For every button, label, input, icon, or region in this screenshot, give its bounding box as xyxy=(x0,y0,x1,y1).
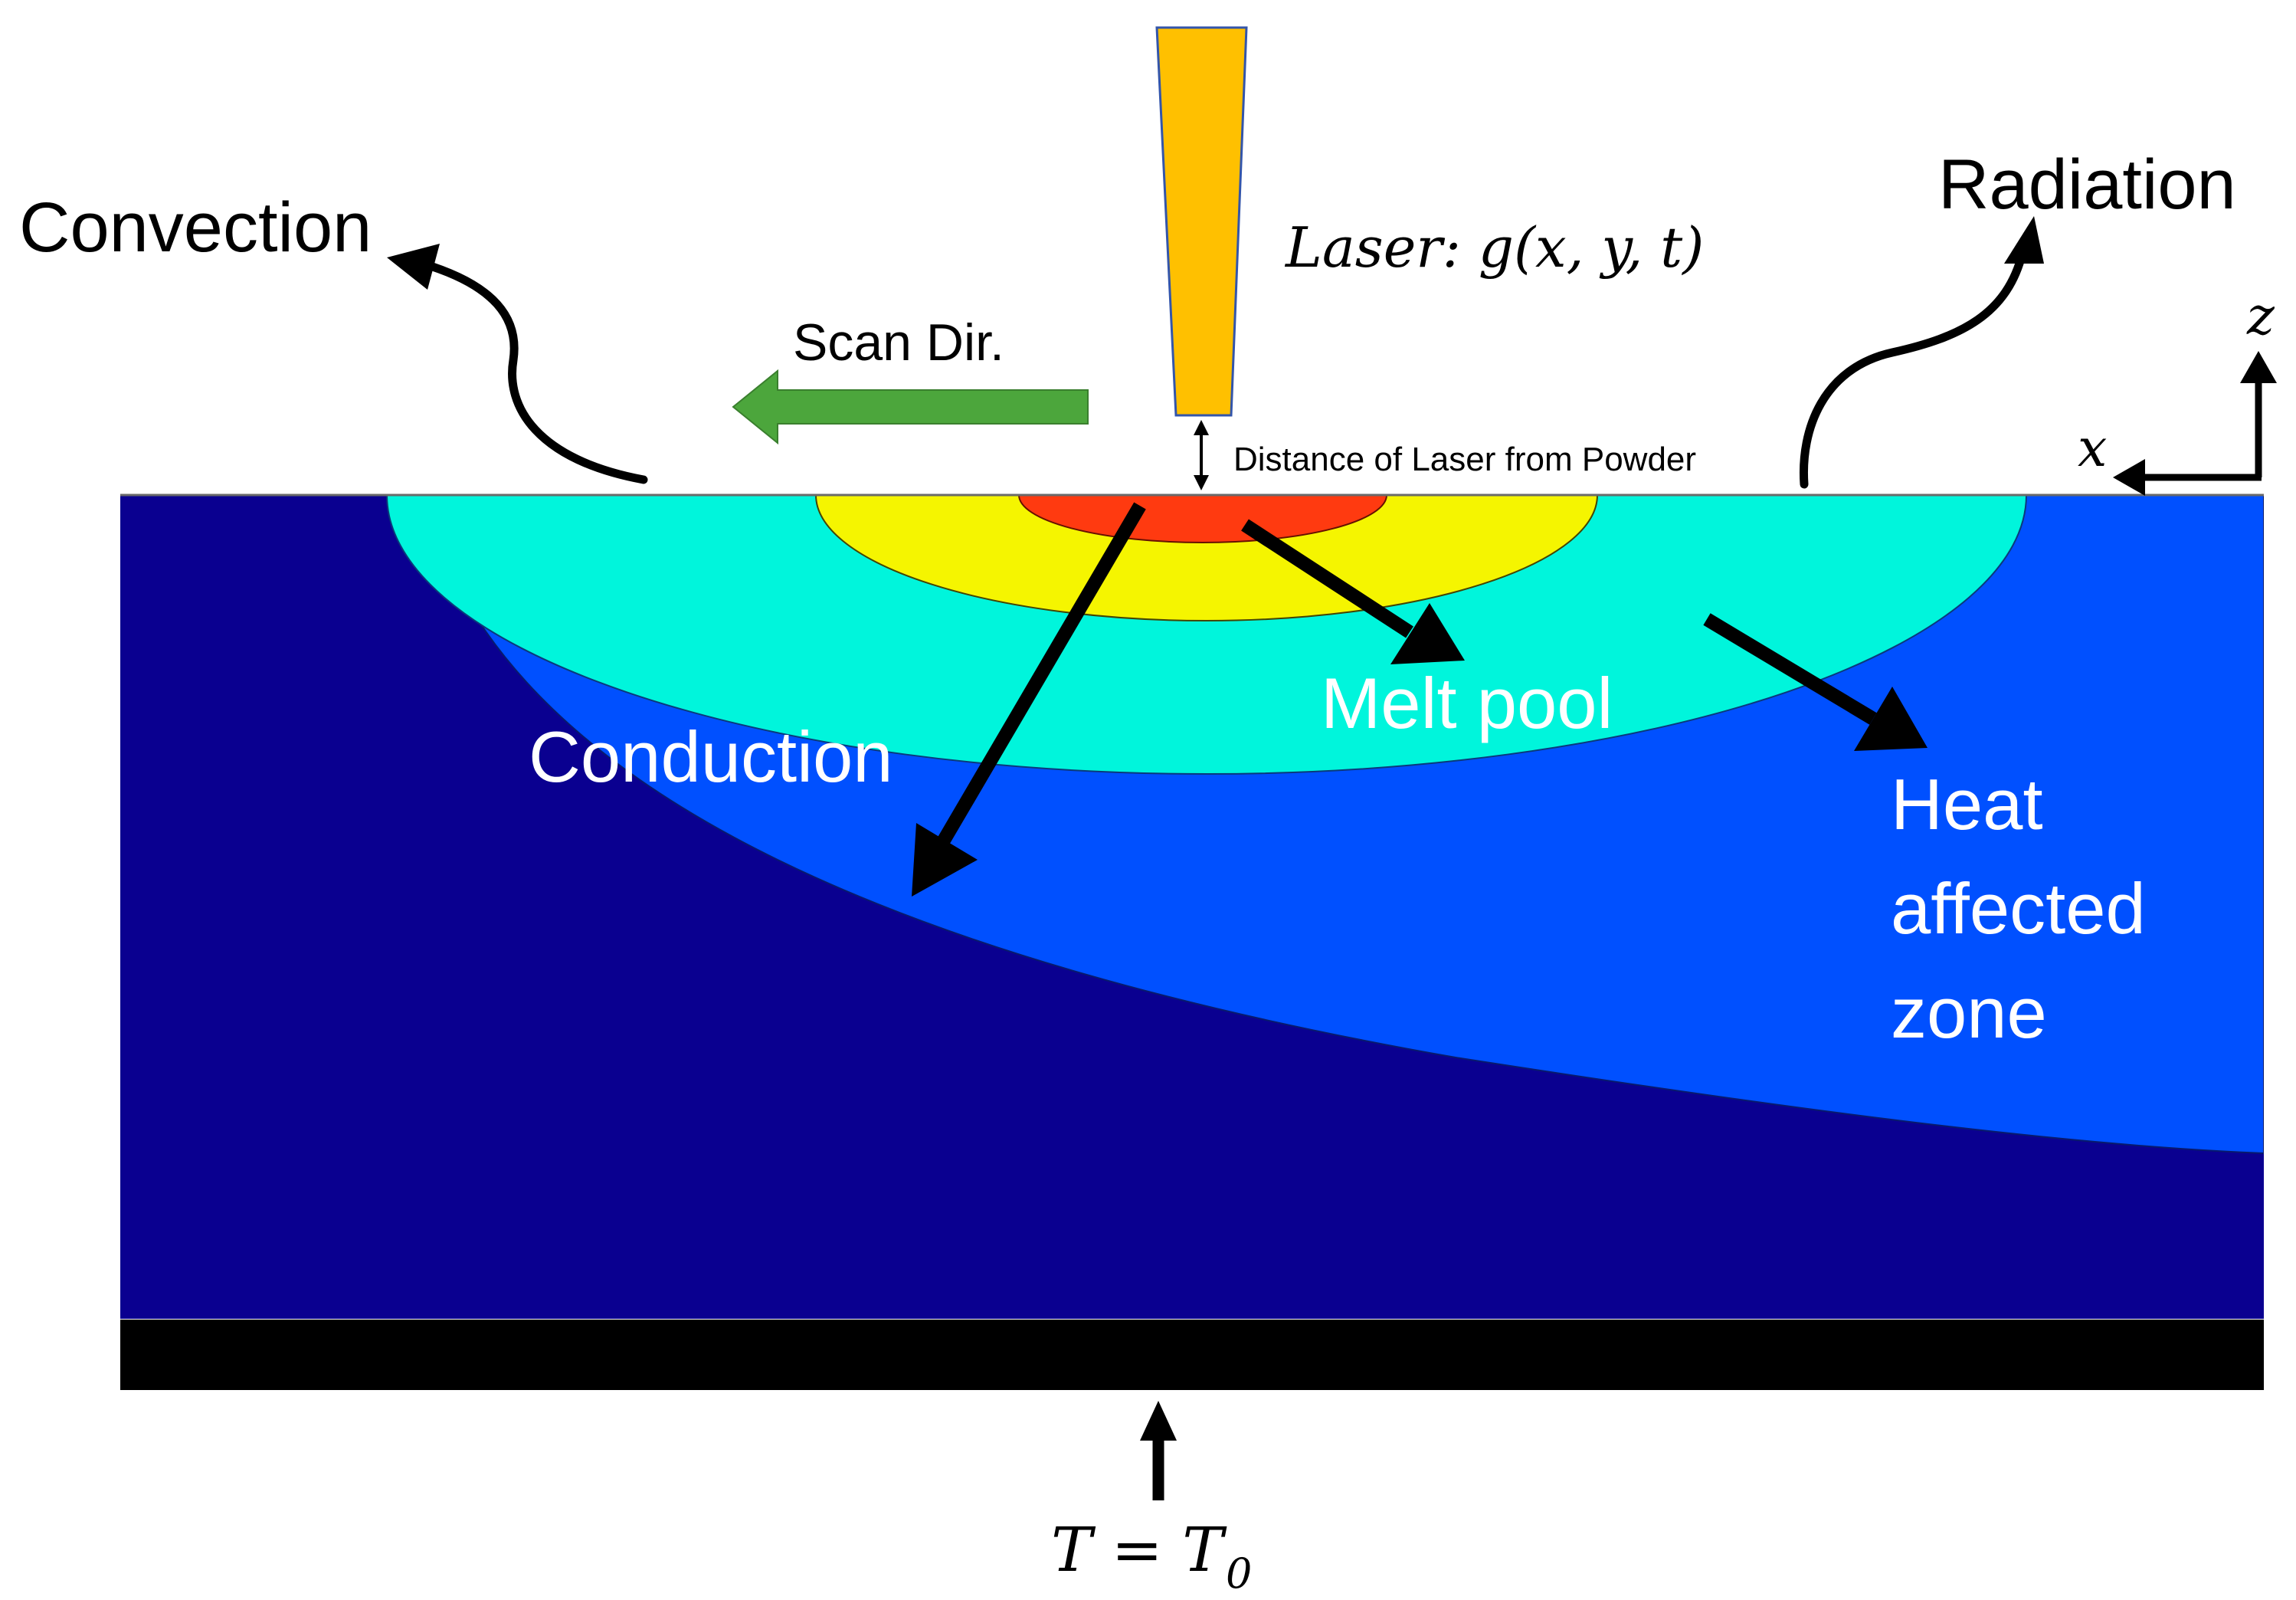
heat-affected-zone-arrow xyxy=(1703,613,1928,751)
axis-z-label: z xyxy=(2246,287,2275,347)
radiation-arrow xyxy=(1799,216,2044,489)
convection-label: Convection xyxy=(19,189,372,267)
melt-pool-outer-zone xyxy=(386,495,2027,775)
conduction-arrow xyxy=(912,502,1146,897)
heat-affected-zone-label-line1: Heat xyxy=(1891,764,2043,844)
laser-beam xyxy=(1155,26,1248,417)
base-plate xyxy=(120,1320,2264,1390)
coordinate-axes xyxy=(2113,351,2277,496)
melt-pool-core-zone xyxy=(1018,495,1387,543)
melt-pool-mid-zone xyxy=(815,495,1598,621)
melt-pool-label: Melt pool xyxy=(1321,663,1613,743)
convection-arrow xyxy=(387,244,648,484)
radiation-label: Radiation xyxy=(1938,146,2236,224)
scan-direction-label: Scan Dir. xyxy=(793,313,1004,372)
boundary-temperature-subscript: 0 xyxy=(1226,1549,1252,1598)
laser-label: Laser: g(x, y, t) xyxy=(1284,215,1704,280)
boundary-temperature-label: T = T 0 xyxy=(1051,1514,1252,1598)
laser-distance-label: Distance of Laser from Powder xyxy=(1233,441,1696,478)
laser-distance-arrow xyxy=(1194,420,1209,490)
x-axis-arrowhead xyxy=(2113,459,2145,496)
axis-x-label: x xyxy=(2078,418,2107,479)
boundary-temperature-text: T = T xyxy=(1051,1514,1227,1585)
melt-pool-arrow xyxy=(1241,519,1465,664)
heat-affected-zone-label-line3: zone xyxy=(1891,972,2047,1053)
substrate-slab xyxy=(120,495,2264,1319)
z-axis-arrowhead xyxy=(2240,351,2277,383)
scan-direction-arrow xyxy=(732,369,1089,445)
heat-affected-zone-label: Heat affected zone xyxy=(1891,764,2146,1053)
heat-affected-zone-label-line2: affected xyxy=(1891,868,2146,949)
conduction-label: Conduction xyxy=(529,716,893,797)
boundary-temperature-arrow xyxy=(1140,1401,1177,1500)
